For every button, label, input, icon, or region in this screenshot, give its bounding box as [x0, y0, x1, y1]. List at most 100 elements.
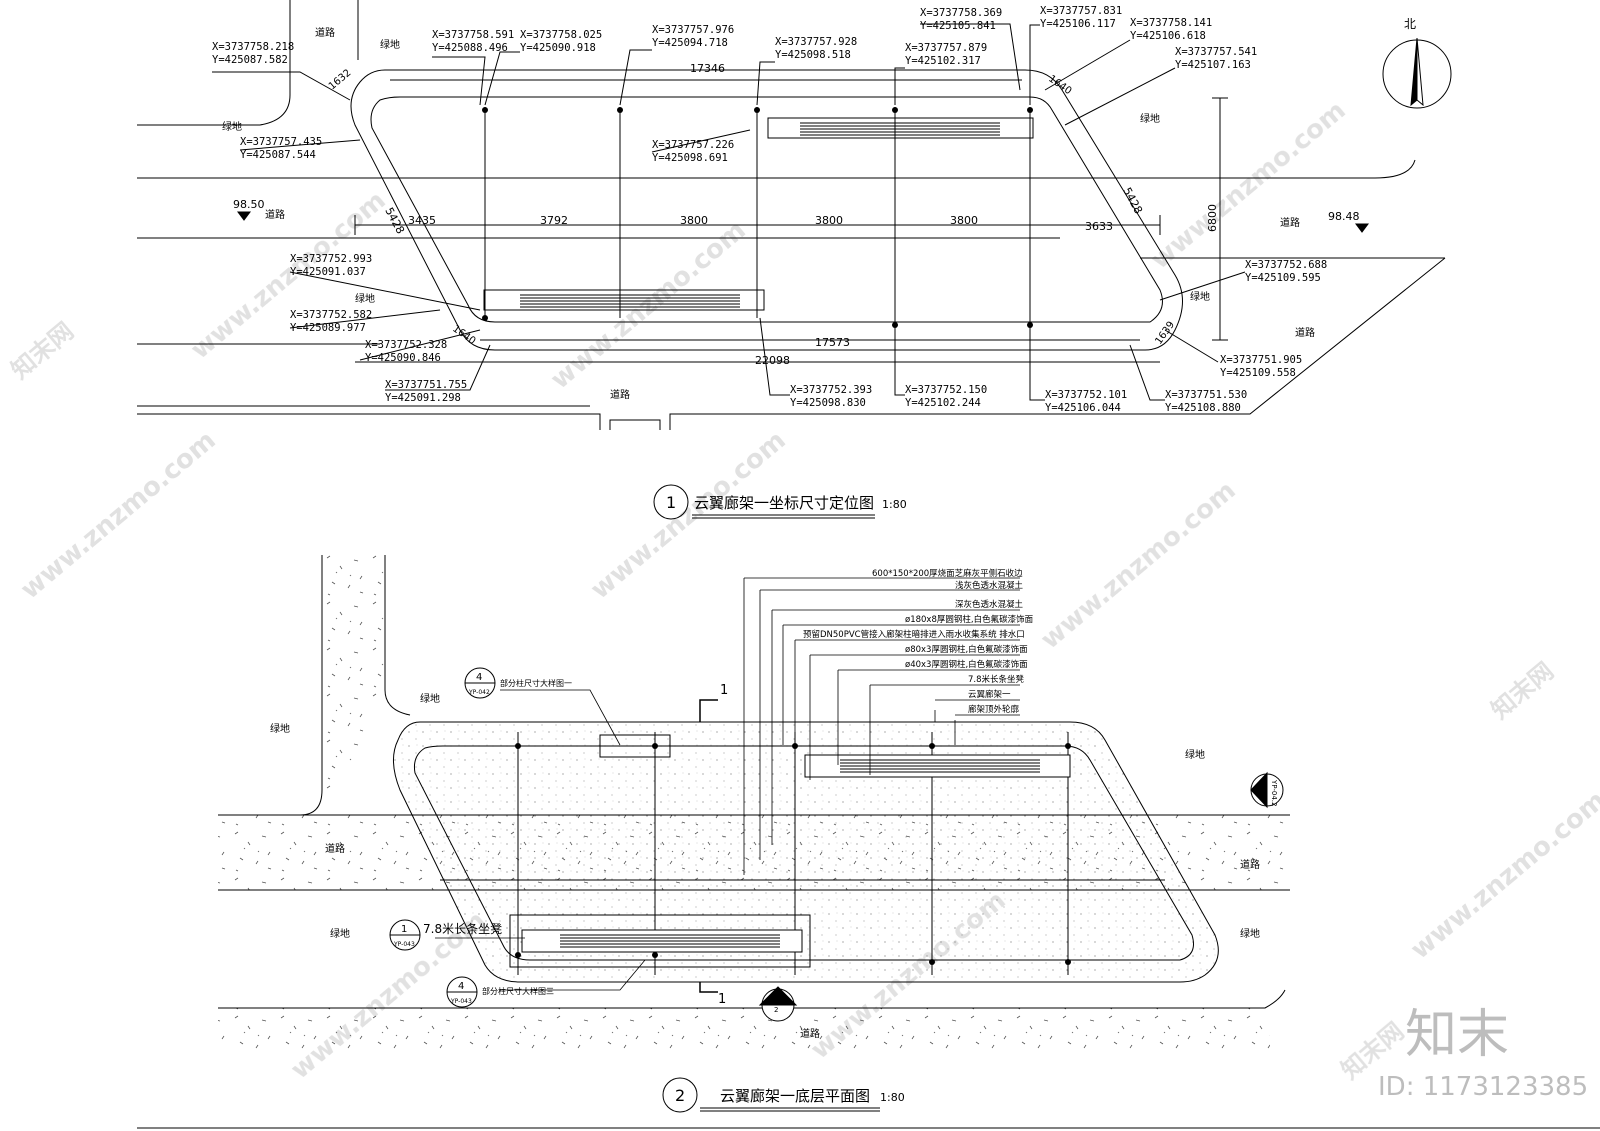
dim-span: 3800 [815, 214, 843, 227]
green-label: 绿地 [355, 292, 375, 305]
green-label: 绿地 [1185, 748, 1205, 761]
note-item: 7.8米长条坐凳 [968, 674, 1025, 685]
coord-x: X=3737752.150 [905, 384, 987, 396]
callout-number: 1 [401, 924, 407, 935]
watermark-site: www.znzmo.com [15, 425, 221, 605]
column-dot [792, 743, 798, 749]
coord-y: Y=425107.163 [1175, 59, 1251, 71]
coord-x: X=3737751.905 [1220, 354, 1302, 366]
coord-x: X=3737752.993 [290, 253, 372, 265]
callout-number: 4 [476, 672, 482, 683]
leader-line [651, 129, 751, 153]
coord-y: Y=425090.846 [365, 352, 441, 364]
plan-1-scale: 1:80 [882, 498, 907, 511]
note-item: 廊架顶外轮廓 [968, 704, 1020, 715]
grid-lines [484, 107, 1031, 318]
coord-x: X=3737758.369 [920, 7, 1002, 19]
road-edge [218, 555, 323, 816]
plan-2-text: 绿地 绿地 绿地 绿地 绿地 道路 道路 道路 1 1 4 YP-042 部分柱… [270, 568, 1278, 1105]
dim-arc: 1640 [1046, 73, 1073, 97]
column-dot [617, 107, 623, 113]
section-mark: 1 [718, 992, 726, 1007]
leader-line [894, 318, 905, 396]
road-label: 道路 [1295, 326, 1315, 339]
dim-height: 6800 [1206, 204, 1219, 232]
dim-span: 3435 [408, 214, 436, 227]
coord-x: X=3737752.688 [1245, 259, 1327, 271]
column-dot [515, 743, 521, 749]
bench-slats [520, 294, 740, 308]
coord-x: X=3737752.101 [1045, 389, 1127, 401]
coord-y: Y=425106.618 [1130, 30, 1206, 42]
coord-y: Y=425108.880 [1165, 402, 1241, 414]
north-label: 北 [1404, 17, 1416, 31]
column-dot [482, 107, 488, 113]
section-cut [699, 699, 718, 993]
plan-1-text: 北 道路 绿地 绿地 道路 绿地 道路 绿地 绿地 道路 道路 98.50 98… [212, 5, 1416, 512]
dim-span: 3800 [680, 214, 708, 227]
leader-line [289, 271, 481, 311]
coord-x: X=3737758.218 [212, 41, 294, 53]
coord-y: Y=425088.496 [432, 42, 508, 54]
bench-south [483, 289, 765, 311]
bench-slats [560, 934, 780, 948]
leader-line [619, 49, 652, 106]
column-dot [652, 743, 658, 749]
road-edge [218, 989, 1286, 1009]
coord-y: Y=425090.918 [520, 42, 596, 54]
title-circle [662, 1077, 698, 1113]
green-label: 绿地 [1240, 927, 1260, 940]
coord-x: X=3737757.541 [1175, 46, 1257, 58]
coord-y: Y=425091.298 [385, 392, 461, 404]
column-dot [652, 952, 658, 958]
note-item: ø40x3厚圆钢柱,白色氟碳漆饰面 [905, 659, 1028, 670]
leader-line [239, 139, 361, 151]
callout-text: 部分柱尺寸大样图三 [482, 986, 554, 996]
coord-y: Y=425109.558 [1220, 367, 1296, 379]
level-value: 98.48 [1328, 210, 1360, 223]
coord-y: Y=425087.544 [240, 149, 316, 161]
coord-y: Y=425106.117 [1040, 18, 1116, 30]
coord-x: X=3737758.591 [432, 29, 514, 41]
leader-line [894, 67, 905, 105]
section-symbol-num: 2 [774, 1006, 778, 1014]
road-label: 道路 [265, 208, 285, 221]
detail-box [599, 734, 671, 758]
watermark-brand: 知末网 [6, 317, 79, 385]
paving-outline [350, 69, 1183, 351]
road-label: 道路 [1240, 858, 1260, 871]
note-item: 浅灰色透水混凝土 [955, 580, 1024, 591]
road-band [325, 555, 385, 815]
coord-y: Y=425102.244 [905, 397, 981, 409]
coord-x: X=3737758.025 [520, 29, 602, 41]
plan-1-title: 云翼廊架一坐标尺寸定位图 [694, 494, 874, 512]
watermark-site: www.znzmo.com [1035, 475, 1241, 655]
coord-y: Y=425098.691 [652, 152, 728, 164]
leader-line [359, 329, 481, 361]
dim-line [1212, 97, 1228, 341]
dim-arc: 1640 [450, 323, 477, 347]
north-arrow-needle [1410, 37, 1418, 107]
dim-line [354, 215, 1161, 235]
coord-x: X=3737757.435 [240, 136, 322, 148]
leader-line [1129, 344, 1165, 401]
column-dot [1065, 743, 1071, 749]
green-label: 绿地 [330, 927, 350, 940]
note-item: 600*150*200厚烧面芝麻灰平侧石收边 [872, 568, 1023, 579]
column-dot [515, 952, 521, 958]
coord-x: X=3737752.582 [290, 309, 372, 321]
dim-span: 3633 [1085, 220, 1113, 233]
leader-line [1029, 24, 1040, 105]
plan-2-title: 云翼廊架一底层平面图 [720, 1087, 870, 1105]
leader-line [1159, 271, 1246, 301]
road-label: 道路 [1280, 216, 1300, 229]
bench-label: 7.8米长条坐凳 [423, 921, 502, 936]
detail-box [509, 914, 811, 968]
column-dot [1065, 959, 1071, 965]
section-symbol-num: YP-04.2 [1270, 779, 1278, 806]
dim-diagonal: 5428 [382, 205, 407, 236]
coord-x: X=3737757.928 [775, 36, 857, 48]
grid-lines [517, 732, 1069, 975]
leader-line [385, 344, 491, 391]
